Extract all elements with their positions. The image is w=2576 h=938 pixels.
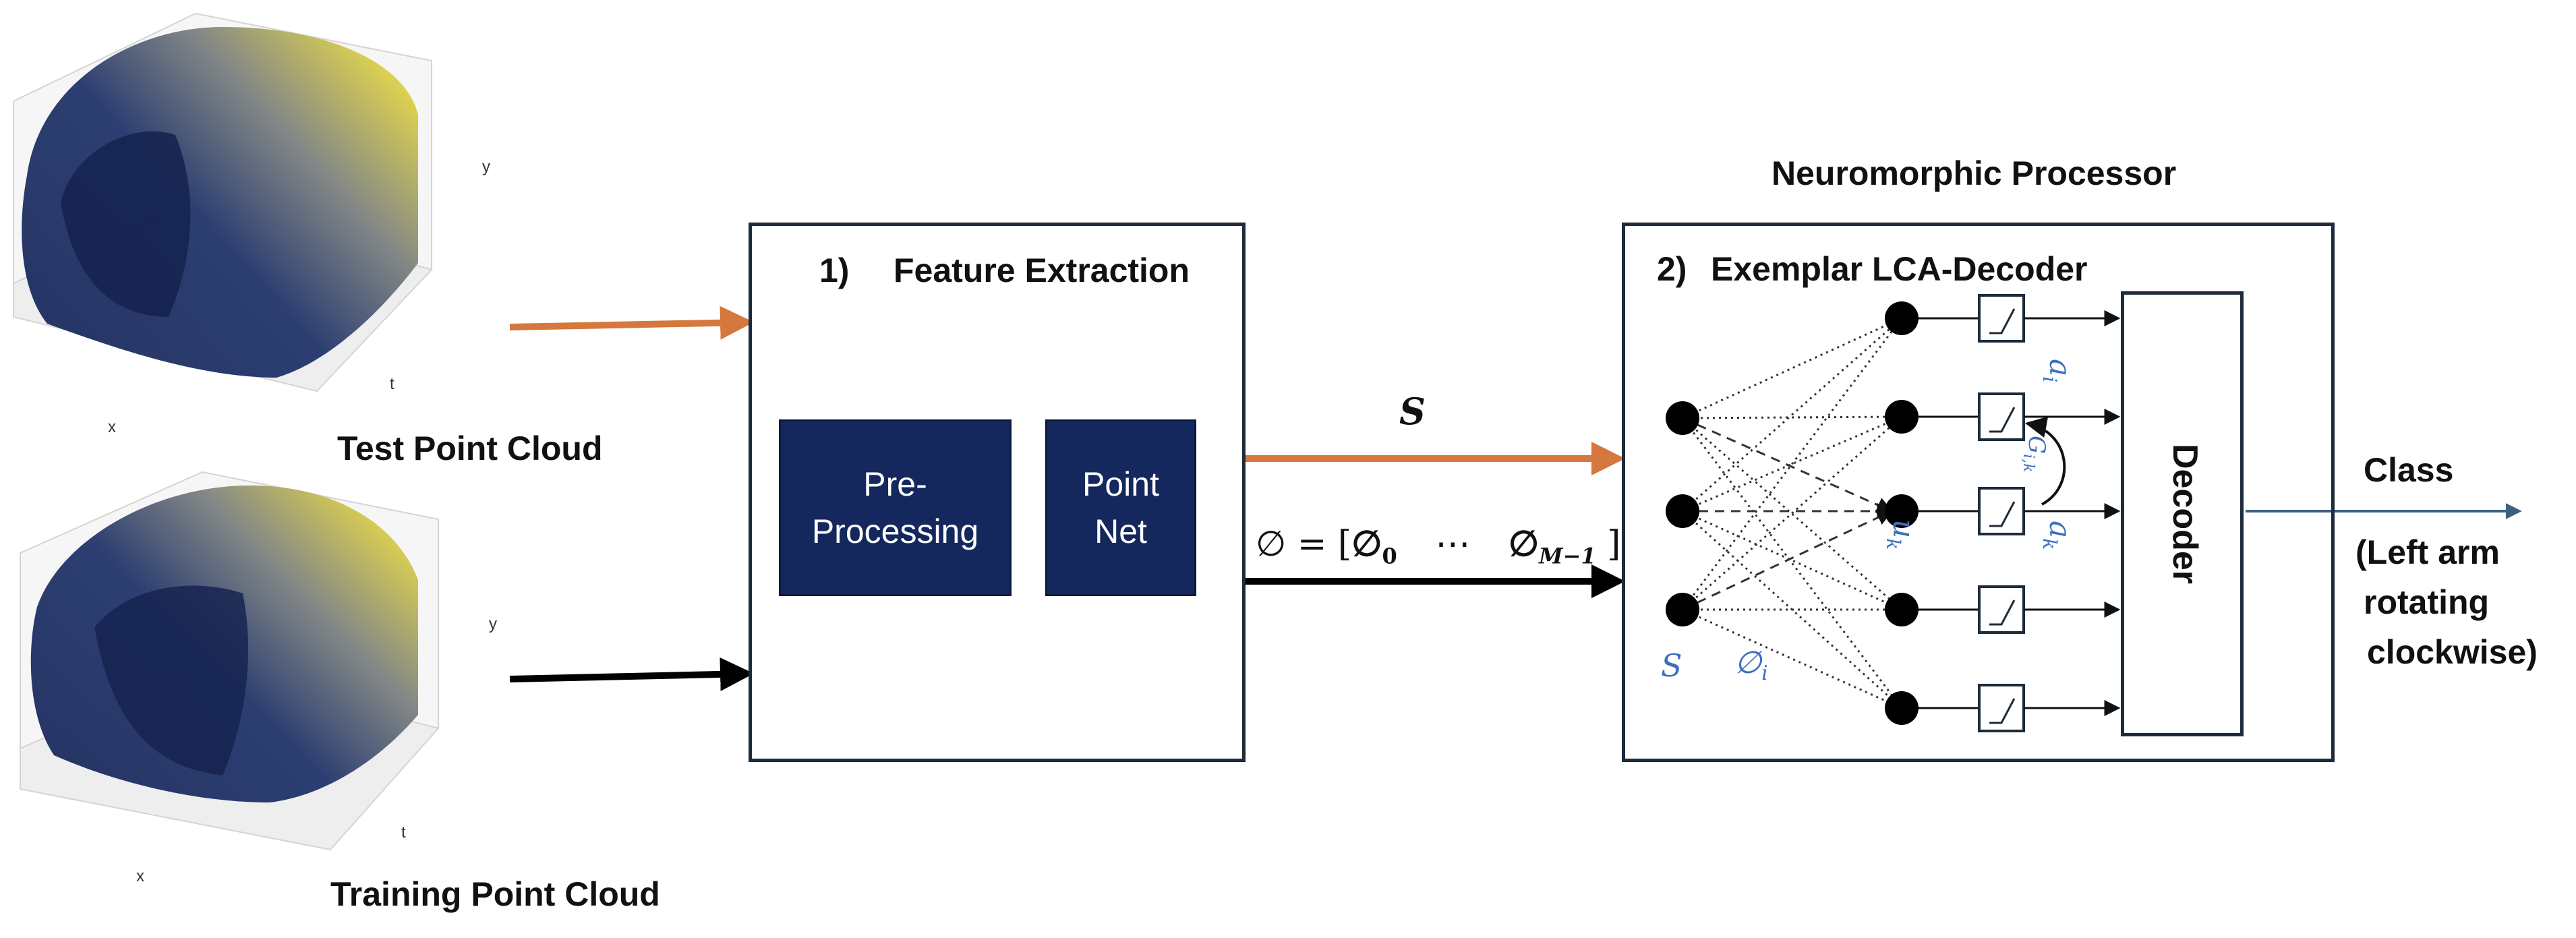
training-point-cloud-plot bbox=[20, 471, 440, 851]
class-value-line2: rotating bbox=[2364, 583, 2490, 621]
threshold-box bbox=[1978, 487, 2025, 535]
a-k-subscript: k bbox=[2039, 538, 2061, 550]
test-cloud-y-axis-label: y bbox=[482, 158, 490, 176]
node-to-threshold-lines bbox=[1919, 317, 1979, 709]
feature-extraction-title: Feature Extraction bbox=[894, 252, 1190, 289]
a-i-symbol: a bbox=[2043, 359, 2077, 377]
phi-expr-last: ∅ bbox=[1508, 523, 1540, 564]
test-point-cloud-plot bbox=[13, 12, 433, 392]
neuromorphic-processor-heading: Neuromorphic Processor bbox=[1772, 154, 2177, 192]
a-i-subscript: i bbox=[2039, 376, 2061, 383]
phi-i-subscript: i bbox=[1761, 662, 1768, 686]
lca-neuron-node bbox=[1885, 593, 1919, 626]
phi-expr-last-sub: M−1 bbox=[1539, 543, 1596, 569]
phi-vector-expression: ∅ = [∅0 ⋯ ∅M−1 ] bbox=[1256, 523, 1620, 568]
phi-i-symbol: ∅ bbox=[1734, 644, 1762, 680]
s-signal-label: S bbox=[1399, 390, 1426, 433]
decoder-label-wrapper: Decoder bbox=[2124, 291, 2246, 736]
phi-expr-lhs: ∅ = [ bbox=[1256, 524, 1352, 564]
preprocessing-label-line2: Processing bbox=[811, 512, 979, 550]
a-k-symbol: a bbox=[2043, 521, 2077, 539]
threshold-to-decoder-arrows bbox=[2024, 310, 2121, 716]
test-cloud-shadow bbox=[61, 131, 191, 317]
training-input-arrow bbox=[509, 657, 754, 691]
lca-decoder-title: Exemplar LCA-Decoder bbox=[1711, 250, 2088, 288]
class-value-line3: clockwise) bbox=[2367, 633, 2538, 671]
pointnet-label-line2: Net bbox=[1094, 512, 1147, 550]
decoder-label: Decoder bbox=[2165, 443, 2205, 585]
training-cloud-shadow bbox=[94, 585, 249, 775]
a-k-label: ak bbox=[2039, 521, 2077, 550]
threshold-box bbox=[1978, 684, 2025, 732]
feature-extraction-number: 1) bbox=[819, 252, 850, 289]
phi-expr-close: ] bbox=[1607, 524, 1621, 564]
u-k-label: uk bbox=[1882, 519, 1921, 550]
threshold-box bbox=[1978, 585, 2025, 634]
class-value-line1: (Left arm bbox=[2355, 533, 2500, 571]
test-cloud-t-axis-label: t bbox=[390, 375, 394, 393]
training-point-cloud-caption: Training Point Cloud bbox=[330, 875, 660, 913]
a-i-label: ai bbox=[2039, 359, 2077, 382]
threshold-box bbox=[1978, 294, 2025, 343]
lca-neuron-node bbox=[1885, 494, 1919, 528]
test-input-arrow bbox=[509, 305, 754, 340]
phi-i-label: ∅i bbox=[1734, 644, 1768, 685]
lca-neuron-node bbox=[1885, 691, 1919, 725]
decoder-block bbox=[2121, 291, 2244, 736]
lca-neuron-node bbox=[1885, 400, 1919, 434]
u-k-subscript: k bbox=[1882, 538, 1905, 550]
preprocessing-block: Pre- Processing bbox=[779, 419, 1012, 596]
training-cloud-t-axis-label: t bbox=[401, 823, 406, 842]
u-k-symbol: u bbox=[1886, 519, 1921, 539]
input-node bbox=[1666, 401, 1699, 435]
g-ik-symbol: G bbox=[2023, 436, 2050, 455]
training-cloud-x-axis-label: x bbox=[136, 867, 144, 885]
s-input-label: S bbox=[1661, 647, 1682, 684]
phi-expr-first-sub: 0 bbox=[1382, 543, 1397, 569]
inhibition-feedback-arc bbox=[2024, 416, 2066, 506]
input-node bbox=[1666, 593, 1699, 626]
pointnet-label-line1: Point bbox=[1082, 465, 1159, 503]
test-point-cloud-caption: Test Point Cloud bbox=[337, 430, 603, 467]
test-cloud-x-axis-label: x bbox=[108, 418, 116, 436]
training-cloud-y-axis-label: y bbox=[489, 615, 497, 633]
threshold-function-boxes bbox=[1978, 294, 2025, 732]
threshold-box bbox=[1978, 392, 2025, 441]
phi-expr-first: ∅ bbox=[1351, 523, 1382, 564]
input-node bbox=[1666, 494, 1699, 528]
phi-expr-dots: ⋯ bbox=[1435, 524, 1471, 564]
pointnet-block: Point Net bbox=[1045, 419, 1196, 596]
lca-decoder-number: 2) bbox=[1657, 250, 1687, 288]
lca-network bbox=[1666, 294, 2121, 732]
neuromorphic-processor-box bbox=[1622, 223, 2335, 762]
g-ik-subscript: i,k bbox=[2020, 454, 2037, 473]
g-ik-label: Gi,k bbox=[2020, 436, 2050, 473]
network-connections bbox=[1681, 317, 1903, 709]
dashed-connections bbox=[1682, 417, 1894, 611]
preprocessing-label-line1: Pre- bbox=[863, 465, 927, 503]
lca-neuron-node bbox=[1885, 301, 1919, 335]
class-label: Class bbox=[2364, 451, 2454, 489]
